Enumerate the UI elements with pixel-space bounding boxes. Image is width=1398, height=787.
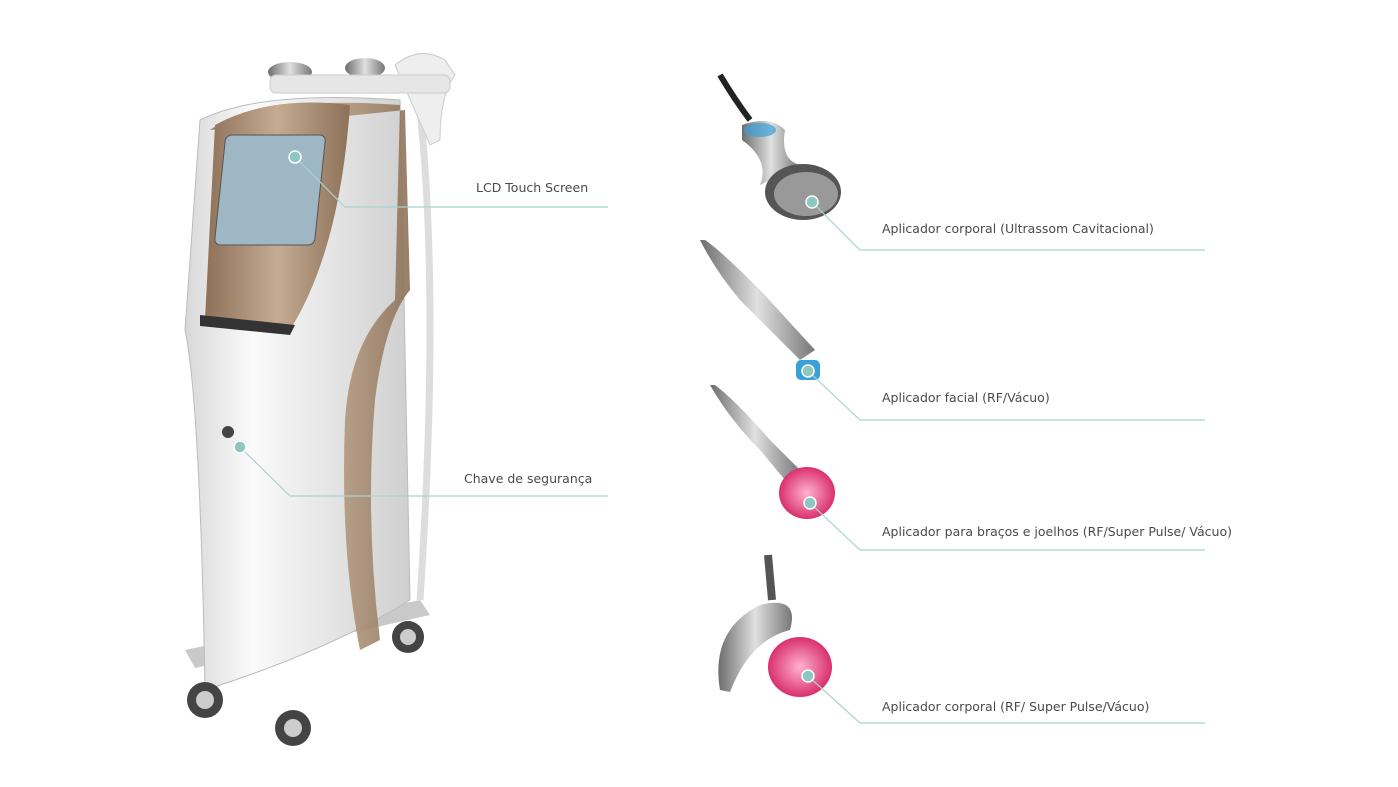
callout-dot-lcd [288,150,302,164]
callout-line-facial [807,370,1205,421]
callout-dot-arms [803,496,817,510]
applicator-body [718,554,832,697]
callout-line-body [807,675,1205,724]
applicator-cavitation [717,73,841,220]
callout-lines [239,156,1205,724]
callout-line-lcd [294,156,608,208]
callout-dot-body [801,669,815,683]
applicator-arms [710,385,835,519]
label-arms-knees-applicator: Aplicador para braços e joelhos (RF/Supe… [882,524,1232,539]
callout-dot-facial [801,364,815,378]
label-safety-key: Chave de segurança [464,471,593,486]
applicator-facial [700,240,820,380]
callout-line-arms [809,502,1205,551]
label-lcd-touch-screen: LCD Touch Screen [476,180,589,195]
callout-line-key [239,446,608,497]
label-body-rf-applicator: Aplicador corporal (RF/ Super Pulse/Vácu… [882,699,1150,714]
callout-dot-key [233,440,247,454]
callout-dots [233,150,819,683]
machine [184,53,456,746]
callout-dot-cav [805,195,819,209]
label-cavitation-applicator: Aplicador corporal (Ultrassom Cavitacion… [882,221,1154,236]
callout-line-cav [811,201,1205,251]
label-facial-applicator: Aplicador facial (RF/Vácuo) [882,390,1050,405]
